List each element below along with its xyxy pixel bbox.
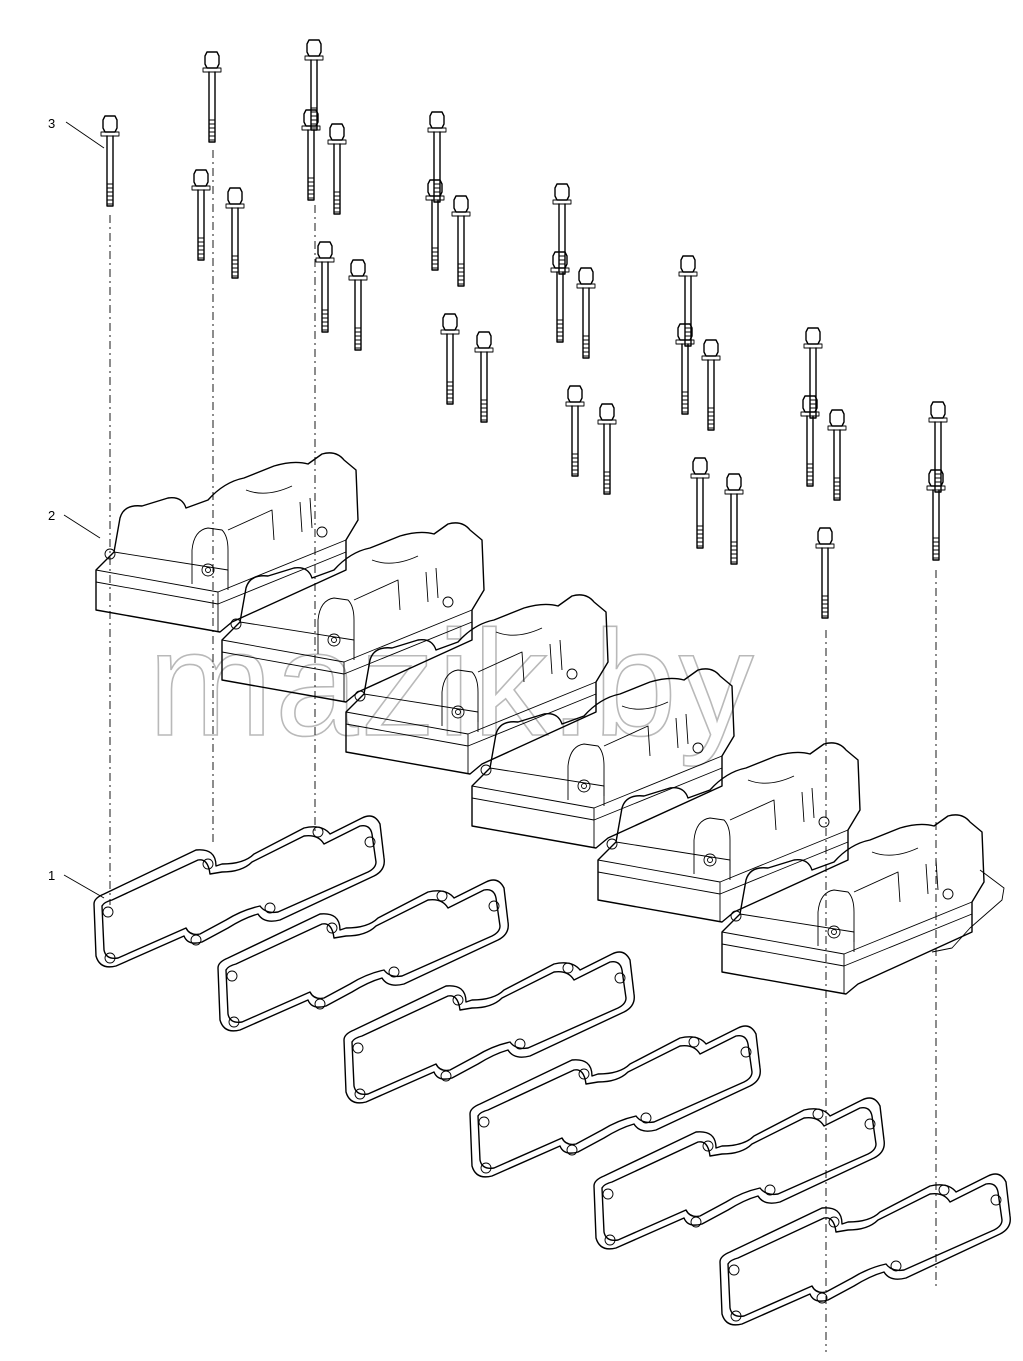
bolt [348,259,368,351]
bolt [724,473,744,565]
bolt [225,187,245,279]
bolt [100,115,120,207]
bolt [304,39,324,131]
bolt [552,183,572,275]
gasket-5 [593,1097,885,1250]
callout-3: 3 [48,116,55,131]
bolt [827,409,847,501]
gaskets [93,815,1011,1326]
gasket-2 [217,879,509,1032]
bolt [550,251,570,343]
callout-leaders [63,121,105,899]
valve-cover-5 [597,742,861,923]
bolt [678,255,698,347]
bolt [315,241,335,333]
bolt [191,169,211,261]
bolt [440,313,460,405]
gasket-1 [93,815,385,968]
callout-1: 1 [48,868,55,883]
bolt [474,331,494,423]
callout-2: 2 [48,508,55,523]
gasket-6 [719,1173,1011,1326]
bolt [327,123,347,215]
bolt [576,267,596,359]
bolt [926,469,946,561]
alignment-lines [109,150,937,1352]
bolts [100,39,948,619]
valve-cover-6 [721,814,985,995]
bolt [425,179,445,271]
bolt [202,51,222,143]
valve-covers [95,452,1005,995]
watermark: mazik.by [148,599,756,767]
bolt [427,111,447,203]
gasket-3 [343,951,635,1104]
bolt [597,403,617,495]
bolt [701,339,721,431]
bolt [803,327,823,419]
bolt [928,401,948,493]
cover-6-flange [931,869,1005,953]
bolt [565,385,585,477]
bolt [451,195,471,287]
bolt [815,527,835,619]
bolt [690,457,710,549]
